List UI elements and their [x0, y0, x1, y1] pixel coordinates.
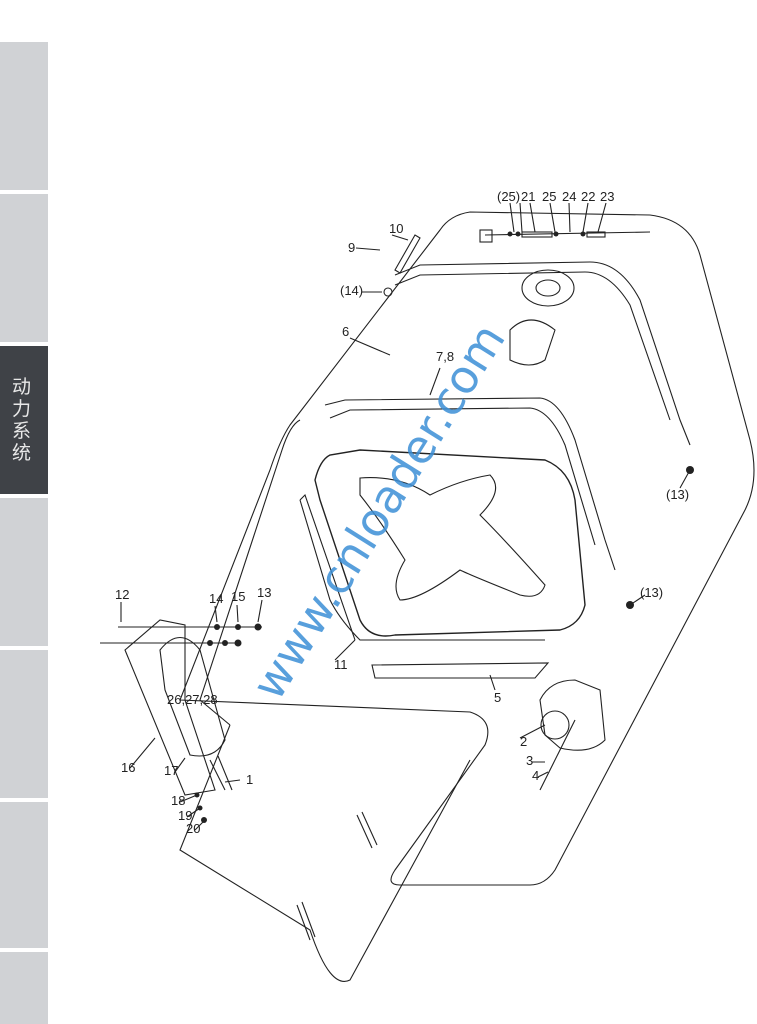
callout-15: 15: [231, 589, 245, 604]
callout-9: 9: [348, 240, 355, 255]
fuel-pipe-1: [209, 755, 233, 791]
sidebar-tab-6[interactable]: [0, 802, 48, 948]
callout-13-paren-a: (13): [666, 487, 689, 502]
callout-20: 20: [186, 821, 200, 836]
callout-12: 12: [115, 587, 129, 602]
leader-lines: [120, 202, 691, 831]
callout-17: 17: [164, 763, 178, 778]
callout-3: 3: [526, 753, 533, 768]
sidebar-tab-1[interactable]: [0, 42, 48, 190]
callout-14-paren: (14): [340, 283, 363, 298]
callout-22: 22: [581, 189, 595, 204]
callout-16: 16: [121, 760, 135, 775]
tank-strap-rear: [394, 261, 691, 446]
callout-23: 23: [600, 189, 614, 204]
pump-2: [539, 679, 606, 751]
callout-6: 6: [342, 324, 349, 339]
sidebar-tab-power-system[interactable]: 动力系统: [0, 346, 48, 494]
callouts: (25) 21 25 24 22 23 10 9 (14) 6 7,8 (13)…: [115, 189, 689, 836]
sidebar-tab-2[interactable]: [0, 194, 48, 342]
callout-10: 10: [389, 221, 403, 236]
bar-10: [394, 234, 421, 274]
filler-cap: [521, 269, 575, 307]
sidebar-tab-5[interactable]: [0, 650, 48, 798]
callout-14: 14: [209, 591, 223, 606]
fuel-line: [179, 419, 471, 982]
sidebar-tab-7[interactable]: [0, 952, 48, 1024]
fuel-filter: [159, 636, 226, 757]
callout-2: 2: [520, 734, 527, 749]
callout-26-27-28: 26,27,28: [167, 692, 218, 707]
callout-25: 25: [542, 189, 556, 204]
callout-19: 19: [178, 808, 192, 823]
callout-21: 21: [521, 189, 535, 204]
top-fittings-line: [484, 231, 651, 236]
callout-4: 4: [532, 768, 539, 783]
callout-25-paren: (25): [497, 189, 520, 204]
callout-11: 11: [334, 657, 348, 672]
callout-18: 18: [171, 793, 185, 808]
tank-strap-front: [324, 397, 616, 571]
callout-24: 24: [562, 189, 576, 204]
sidebar-tab-label: 动力系统: [12, 376, 32, 464]
callout-13-paren-b: (13): [640, 585, 663, 600]
tank-side: [299, 493, 356, 641]
plate-5: [371, 662, 550, 679]
washer-14: [383, 287, 393, 297]
filter-bracket-16: [124, 619, 216, 796]
callout-5: 5: [494, 690, 501, 705]
watermark: www.cnloader.com: [241, 314, 516, 709]
rod: [296, 811, 378, 941]
base-plate-outline: [179, 211, 755, 886]
callout-1: 1: [246, 772, 253, 787]
fuel-tank-top: [314, 449, 586, 637]
callout-13: 13: [257, 585, 271, 600]
tank-cross-emboss: [359, 474, 546, 601]
sidebar-tab-4[interactable]: [0, 498, 48, 646]
callout-7-8: 7,8: [436, 349, 454, 364]
filler-neck: [509, 319, 556, 366]
